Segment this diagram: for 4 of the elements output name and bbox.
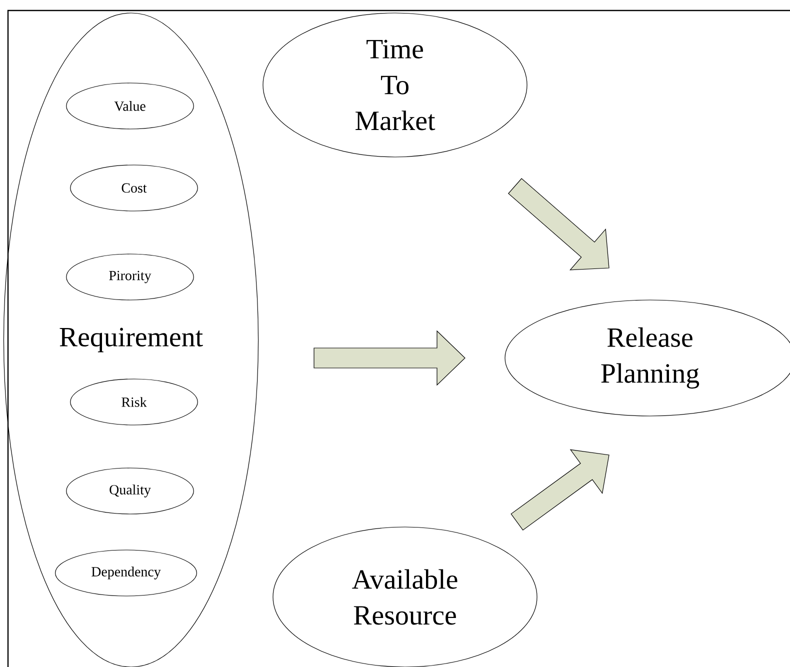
ellipse-node: Time To Market: [262, 12, 528, 158]
block-arrow: [510, 449, 610, 531]
block-arrow: [508, 178, 610, 270]
block-arrow: [314, 330, 466, 386]
